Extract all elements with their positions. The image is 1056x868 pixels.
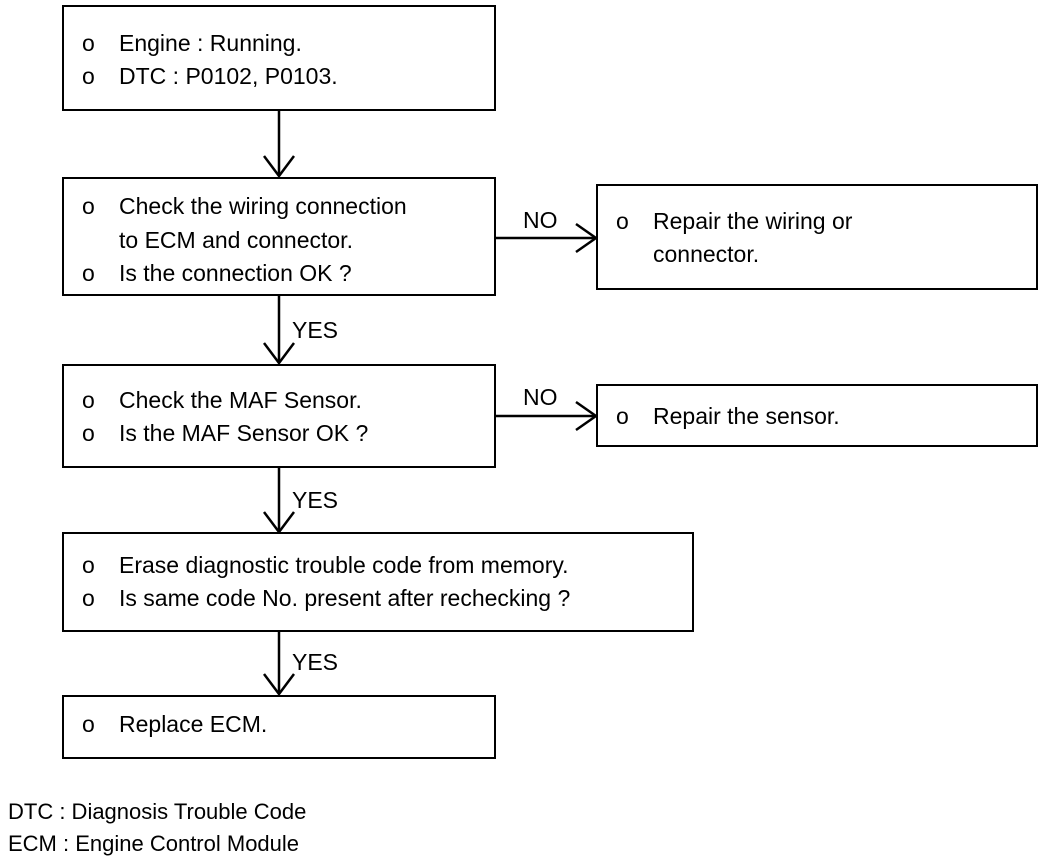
edge-label-yes-maf: YES	[292, 487, 339, 513]
repair-wiring-text-cont: connector.	[653, 241, 760, 267]
erase-dtc-line-1: o Erase diagnostic trouble code from mem…	[82, 549, 569, 582]
check-wiring-text: Check the wiring connection	[119, 193, 407, 219]
bullet-marker: o	[82, 63, 95, 89]
check-wiring-text-cont: to ECM and connector.	[119, 227, 353, 253]
legend-dtc: DTC : Diagnosis Trouble Code	[8, 799, 307, 824]
start-line-1: o Engine : Running.	[82, 27, 302, 60]
repair-sensor-line-1: o Repair the sensor.	[616, 400, 840, 433]
check-maf-line-1: o Check the MAF Sensor.	[82, 384, 362, 417]
bullet-marker: o	[82, 260, 95, 286]
bullet-marker: o	[82, 387, 95, 413]
arrowhead-wiring-yes	[263, 342, 295, 366]
bullet-marker: o	[82, 585, 95, 611]
bullet-marker: o	[82, 552, 95, 578]
repair-wiring-line-1: o Repair the wiring or	[616, 205, 852, 238]
same-code-question: Is same code No. present after recheckin…	[119, 585, 571, 611]
edge-label-yes-wiring: YES	[292, 317, 339, 343]
start-box: o Engine : Running. o DTC : P0102, P0103…	[62, 5, 496, 111]
erase-dtc-text: Erase diagnostic trouble code from memor…	[119, 552, 569, 578]
replace-ecm-box: o Replace ECM.	[62, 695, 496, 759]
check-wiring-line-2: to ECM and connector.	[119, 224, 353, 257]
check-wiring-line-1: o Check the wiring connection	[82, 190, 407, 223]
bullet-marker: o	[82, 711, 95, 737]
start-line-2: o DTC : P0102, P0103.	[82, 60, 338, 93]
bullet-marker: o	[616, 403, 629, 429]
bullet-marker: o	[616, 208, 629, 234]
legend-ecm: ECM : Engine Control Module	[8, 831, 300, 856]
arrowhead-start-to-wiring	[263, 155, 295, 179]
edge-label-yes-erase: YES	[292, 649, 339, 675]
repair-sensor-text: Repair the sensor.	[653, 403, 840, 429]
erase-dtc-box: o Erase diagnostic trouble code from mem…	[62, 532, 694, 632]
connection-ok-question: Is the connection OK ?	[119, 260, 352, 286]
erase-dtc-line-2: o Is same code No. present after recheck…	[82, 582, 570, 615]
bullet-marker: o	[82, 420, 95, 446]
bullet-marker: o	[82, 30, 95, 56]
start-dtc-text: DTC : P0102, P0103.	[119, 63, 338, 89]
maf-ok-question: Is the MAF Sensor OK ?	[119, 420, 369, 446]
replace-ecm-line-1: o Replace ECM.	[82, 708, 267, 741]
repair-wiring-box: o Repair the wiring or connector.	[596, 184, 1038, 290]
bullet-marker: o	[82, 193, 95, 219]
check-wiring-box: o Check the wiring connection to ECM and…	[62, 177, 496, 296]
check-maf-line-2: o Is the MAF Sensor OK ?	[82, 417, 368, 450]
start-engine-text: Engine : Running.	[119, 30, 302, 56]
repair-wiring-line-2: connector.	[653, 238, 759, 271]
edge-label-no-maf: NO	[523, 384, 558, 410]
check-maf-text: Check the MAF Sensor.	[119, 387, 362, 413]
arrowhead-erase-yes	[263, 673, 295, 697]
edge-label-no-wiring: NO	[523, 207, 558, 233]
check-maf-box: o Check the MAF Sensor. o Is the MAF Sen…	[62, 364, 496, 468]
repair-sensor-box: o Repair the sensor.	[596, 384, 1038, 447]
check-wiring-line-3: o Is the connection OK ?	[82, 257, 352, 290]
repair-wiring-text: Repair the wiring or	[653, 208, 853, 234]
replace-ecm-text: Replace ECM.	[119, 711, 268, 737]
